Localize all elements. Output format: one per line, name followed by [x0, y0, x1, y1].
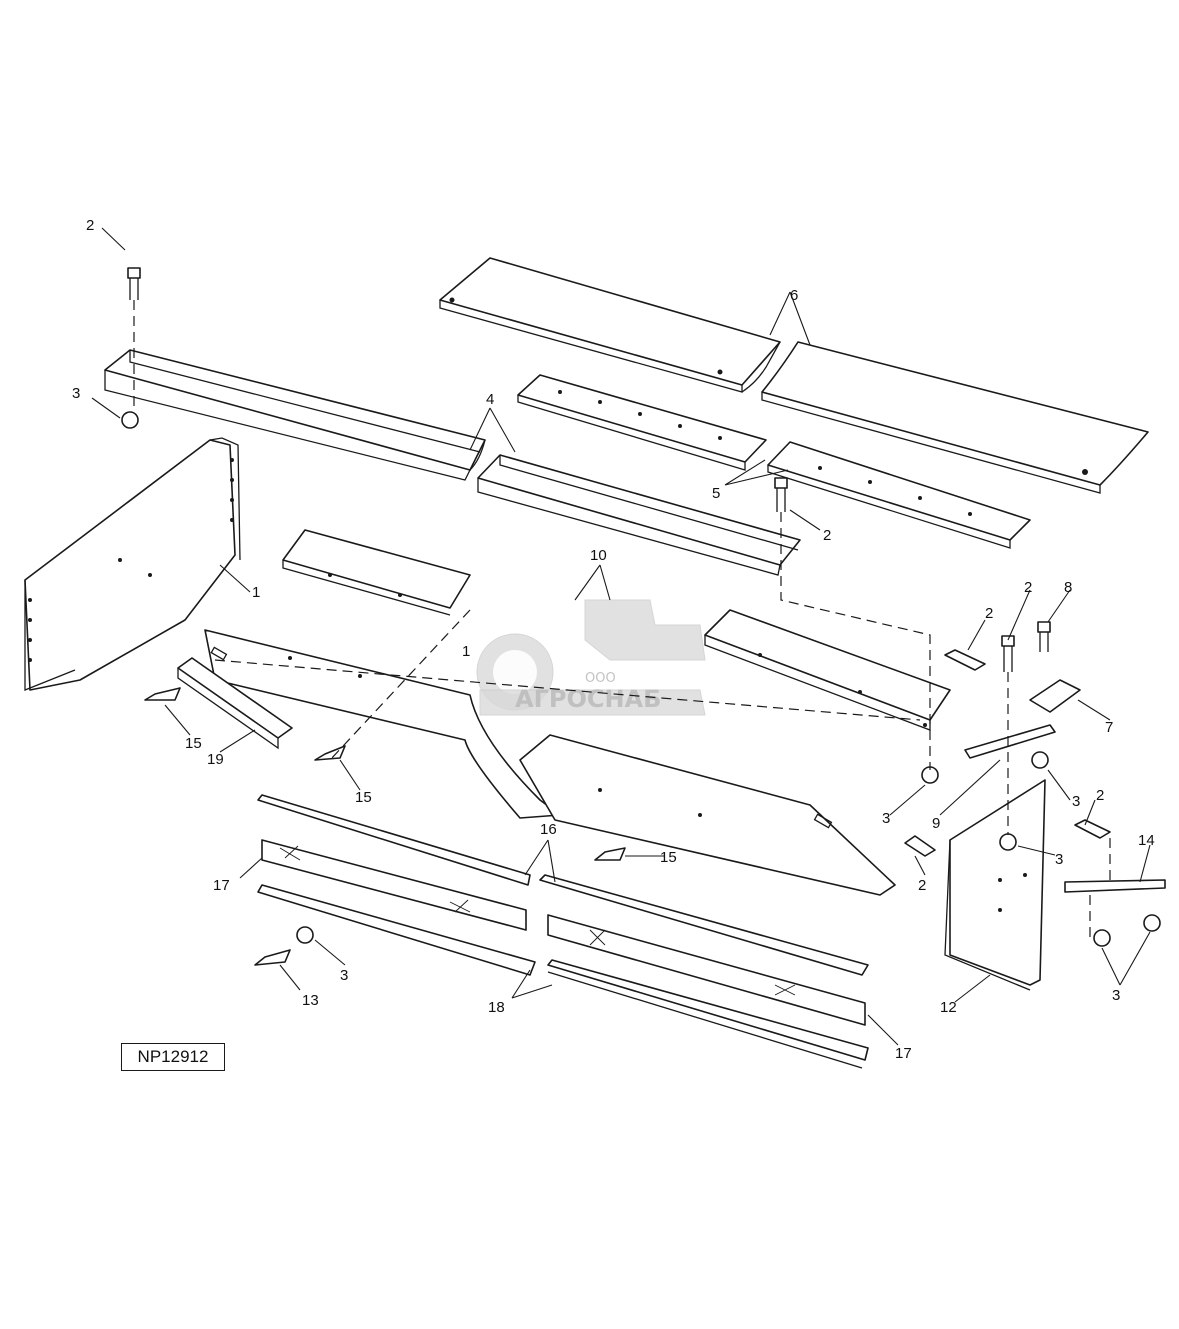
nut-icon — [999, 833, 1017, 851]
callout-17: 17 — [895, 1045, 912, 1062]
callout-15: 15 — [660, 849, 677, 866]
bolt-icon — [1001, 635, 1015, 647]
part-16-strip-left — [257, 794, 531, 886]
callout-12: 12 — [940, 999, 957, 1016]
cover-panel-left — [439, 257, 781, 386]
bolt-icon — [904, 835, 936, 857]
callout-6: 6 — [790, 287, 798, 304]
bolt-icon — [594, 847, 626, 861]
bolt-icon — [314, 745, 346, 761]
callout-5: 5 — [712, 485, 720, 502]
wave-panel-right — [519, 734, 896, 896]
part-18-strip-left — [257, 884, 536, 976]
watermark-brand-text: АГРОСНАБ — [515, 685, 661, 713]
callout-16: 16 — [540, 821, 557, 838]
bolt-icon — [127, 267, 141, 279]
part-10-side-rails — [282, 529, 951, 731]
side-rail-upper-left — [282, 529, 471, 609]
callout-19: 19 — [207, 751, 224, 768]
right-end-plate — [949, 779, 1046, 986]
angle-bracket-right — [767, 441, 1031, 541]
side-rail-upper-right — [704, 609, 951, 721]
part-9-strap — [964, 724, 1056, 759]
bolt-icon — [144, 687, 181, 701]
callout-3: 3 — [1112, 987, 1120, 1004]
angle-bracket-left — [517, 374, 767, 463]
part-19-bracket — [177, 657, 293, 750]
callout-15: 15 — [185, 735, 202, 752]
harvester-icon — [584, 599, 706, 661]
part-7-clamp — [1029, 679, 1081, 713]
bolt-icon — [774, 477, 788, 489]
callout-3: 3 — [1072, 793, 1080, 810]
bolt-icon — [254, 949, 291, 966]
part-12-right-end-plate — [944, 779, 1046, 991]
callout-18: 18 — [488, 999, 505, 1016]
part-6-cover-panels — [439, 257, 1149, 494]
lower-strips — [257, 794, 869, 1069]
callout-3: 3 — [882, 810, 890, 827]
callout-2: 2 — [823, 527, 831, 544]
nut-icon — [1143, 914, 1161, 932]
agrosnab-watermark: ООО АГРОСНАБ — [476, 599, 706, 716]
callout-1: 1 — [252, 584, 260, 601]
callout-13: 13 — [302, 992, 319, 1009]
callout-2: 2 — [918, 877, 926, 894]
reference-code-box: NP12912 — [121, 1043, 225, 1071]
part-1-left-end-plate — [24, 437, 241, 691]
assembly-lines — [133, 300, 1111, 940]
callout-2: 2 — [985, 605, 993, 622]
callout-3: 3 — [340, 967, 348, 984]
callout-4: 4 — [486, 391, 494, 408]
callout-15: 15 — [355, 789, 372, 806]
callout-labels: 2 3 4 5 6 2 10 1 1 2 2 8 7 3 9 3 2 14 3 … — [72, 217, 1155, 1062]
callout-7: 7 — [1105, 719, 1113, 736]
callout-17: 17 — [213, 877, 230, 894]
small-brackets — [964, 679, 1166, 893]
watermark-small-text: ООО — [585, 671, 616, 686]
channel-rail-middle — [477, 454, 801, 566]
nut-icon — [296, 926, 314, 944]
callout-10: 10 — [590, 547, 607, 564]
nut-icon — [1031, 751, 1049, 769]
part-18-strip-right — [547, 959, 869, 1061]
part-center-wave-panel — [204, 629, 896, 896]
nut-icon — [1093, 929, 1111, 947]
callout-2: 2 — [86, 217, 94, 234]
leader-lines — [91, 227, 1151, 1046]
callout-3: 3 — [72, 385, 80, 402]
part-5-angle-brackets — [517, 374, 1031, 549]
part-17-strip-left — [261, 839, 527, 931]
callout-1: 1 — [462, 643, 470, 660]
fasteners — [121, 267, 1161, 966]
mounting-bracket — [177, 657, 293, 739]
nut-icon — [121, 411, 139, 429]
part-14-arm — [1064, 879, 1166, 893]
callout-14: 14 — [1138, 832, 1155, 849]
channel-rail-upper — [104, 349, 486, 471]
bolt-icon — [1037, 621, 1051, 633]
callout-3: 3 — [1055, 851, 1063, 868]
cover-panel-right — [761, 341, 1149, 486]
callout-2: 2 — [1024, 579, 1032, 596]
callout-8: 8 — [1064, 579, 1072, 596]
part-4-channel-rails — [104, 349, 801, 576]
bolt-icon — [1074, 819, 1111, 839]
part-17-strip-right — [547, 914, 866, 1026]
callout-2: 2 — [1096, 787, 1104, 804]
left-end-plate — [24, 439, 236, 691]
bolt-icon — [944, 649, 986, 671]
callout-9: 9 — [932, 815, 940, 832]
part-16-strip-right — [539, 874, 869, 976]
